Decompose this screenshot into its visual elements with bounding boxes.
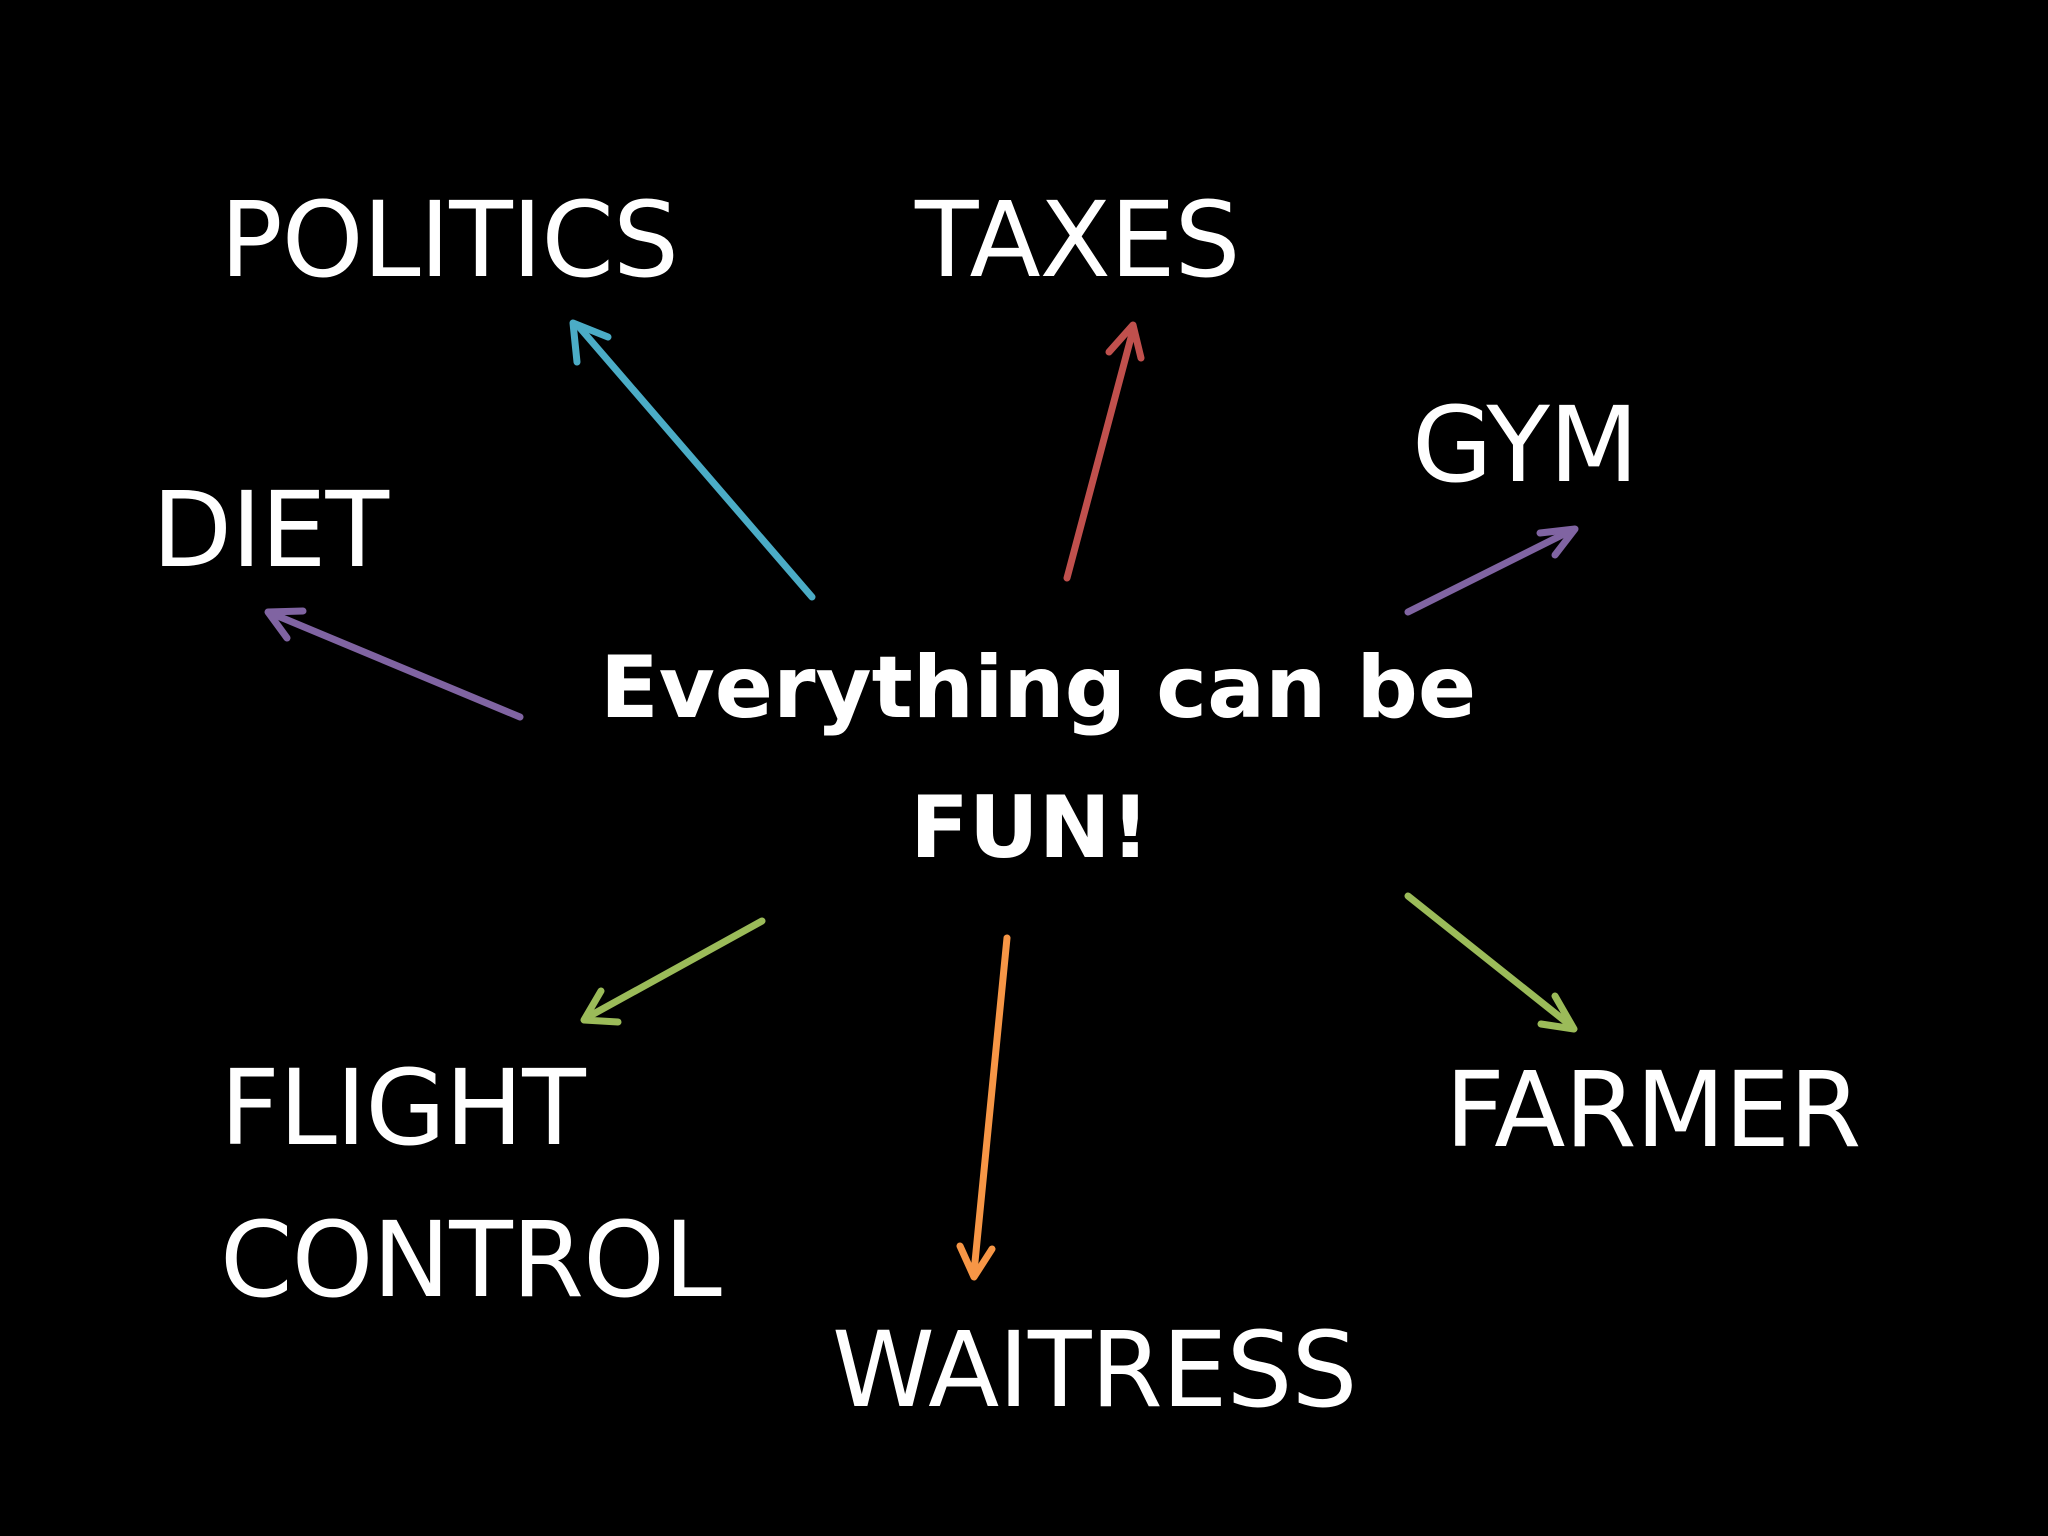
diet-label: DIET: [152, 469, 389, 591]
farmer-label: FARMER: [1445, 1049, 1861, 1171]
center-line-1: Everything can be: [600, 638, 1477, 738]
flight-label-line2: CONTROL: [220, 1199, 722, 1321]
flight-label-line1: FLIGHT: [220, 1047, 586, 1169]
gym-arrow: [1404, 525, 1579, 616]
diet-arrow: [264, 607, 524, 721]
politics-arrow: [569, 319, 816, 601]
flight-control-arrow: [580, 917, 766, 1026]
center-line-2: FUN!: [910, 778, 1150, 878]
gym-label: GYM: [1412, 384, 1639, 506]
politics-label: POLITICS: [220, 179, 679, 301]
waitress-arrow: [956, 934, 1011, 1281]
waitress-label: WAITRESS: [832, 1309, 1357, 1431]
farmer-arrow: [1404, 892, 1578, 1033]
center-statement: Everything can be FUN!: [600, 618, 1477, 898]
flight-control-label: FLIGHT CONTROL: [220, 1032, 722, 1336]
taxes-arrow: [1063, 321, 1145, 582]
taxes-label: TAXES: [915, 179, 1241, 301]
